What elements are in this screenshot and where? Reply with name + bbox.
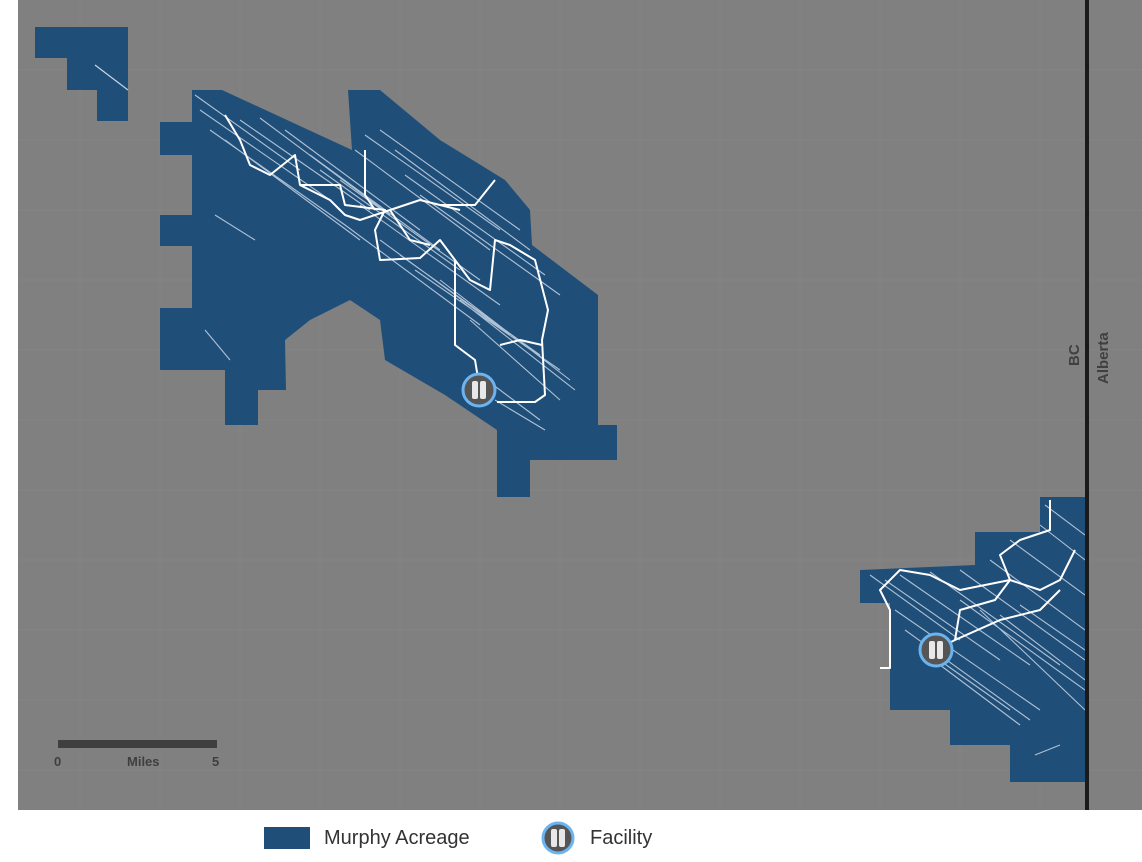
map-canvas[interactable] <box>0 0 1142 810</box>
pipelines-southeast <box>879 500 1076 669</box>
facility-marker-central[interactable] <box>461 372 497 408</box>
acreage-parcel-central[interactable] <box>160 90 617 497</box>
well-path-northwest <box>94 64 129 91</box>
scale-end-label: 5 <box>212 754 220 769</box>
scale-bar <box>58 740 217 748</box>
well-paths-central <box>194 94 576 431</box>
facility-tanks-icon <box>929 641 935 659</box>
facility-tanks-icon <box>472 381 478 399</box>
facility-marker-southeast[interactable] <box>918 632 954 668</box>
acreage-parcel-northwest[interactable] <box>35 27 128 121</box>
facility-tanks-icon <box>541 821 575 855</box>
border-label-bc: BC <box>1066 344 1083 366</box>
scale-start-label: 0 <box>54 754 62 769</box>
legend-item-acreage: Murphy Acreage <box>264 820 470 856</box>
acreage-swatch <box>264 827 310 849</box>
border-label-alberta: Alberta <box>1095 332 1112 384</box>
scale-unit-label: Miles <box>127 754 160 769</box>
acreage-parcel-southeast[interactable] <box>860 497 1085 782</box>
legend-item-facility: Facility <box>540 820 652 856</box>
legend-acreage-label: Murphy Acreage <box>324 826 470 849</box>
legend-facility-label: Facility <box>590 826 653 849</box>
